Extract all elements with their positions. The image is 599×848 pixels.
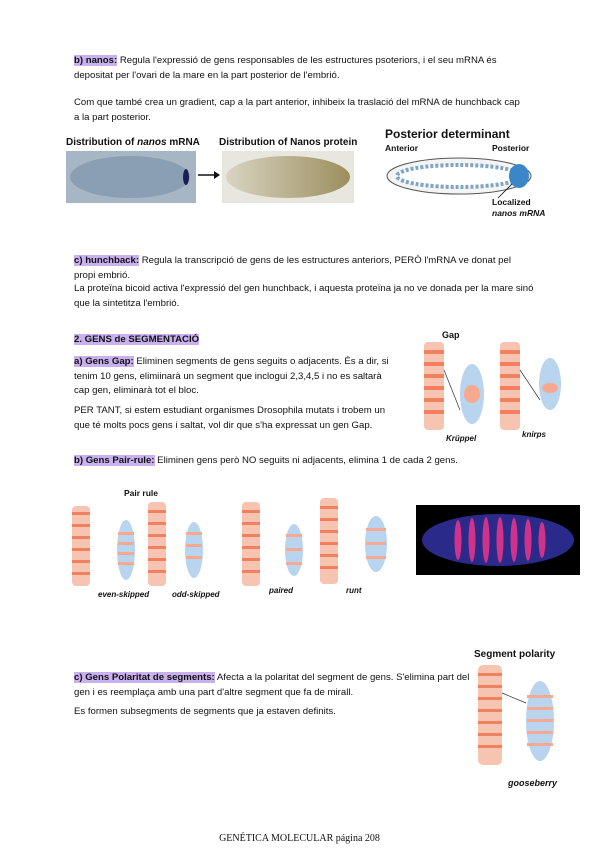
arrow-icon — [198, 171, 220, 179]
kruppel-label: Krüppel — [446, 434, 477, 443]
gooseberry-label: gooseberry — [508, 778, 558, 788]
hunchback-text: Regula la transcripció de gens de les es… — [74, 255, 511, 281]
nanos-mrna-caption: Distribution of nanos mRNA — [66, 137, 200, 148]
polarity-heading: c) Gens Polaritat de segments: — [74, 672, 215, 683]
hunchback-paragraph: c) hunchback: Regula la transcripció de … — [74, 254, 534, 283]
nanos-protein-caption: Distribution of Nanos protein — [219, 137, 358, 148]
localized-label-1: Localized — [492, 197, 531, 207]
nanos-protein-image — [222, 151, 354, 203]
pair-rule-heading: b) Gens Pair-rule: — [74, 455, 155, 466]
knirps-label: knirps — [522, 430, 547, 439]
polarity-figure — [478, 665, 554, 765]
polarity-text: Afecta a la polaritat del segment de gen… — [74, 672, 470, 698]
pair-rule-figure-title: Pair rule — [124, 488, 159, 498]
gap-paragraph-2: PER TANT, si estem estudiant organismes … — [74, 405, 386, 431]
fluorescent-embryo-image — [416, 505, 580, 575]
pair-rule-paragraph: b) Gens Pair-rule: Eliminen gens però NO… — [74, 454, 534, 469]
gap-heading: a) Gens Gap: — [74, 356, 134, 367]
anterior-label: Anterior — [385, 143, 419, 153]
hunchback-paragraph-2: La proteïna bicoid activa l'expressió de… — [74, 283, 534, 309]
even-skipped-label: even-skipped — [98, 590, 150, 599]
gap-paragraph: a) Gens Gap: Eliminen segments de gens s… — [74, 355, 396, 399]
pair-rule-figure — [72, 498, 387, 586]
polarity-paragraph-2: Es formen subsegments de segments que ja… — [74, 706, 336, 717]
runt-label: runt — [346, 586, 362, 595]
paired-label: paired — [269, 586, 294, 595]
hunchback-heading: c) hunchback: — [74, 255, 140, 266]
nanos-paragraph-2: Com que també crea un gradient, cap a la… — [74, 97, 520, 123]
oocyte-diagram — [386, 157, 532, 198]
nanos-paragraph: b) nanos: Regula l'expressió de gens res… — [74, 54, 524, 83]
posterior-label: Posterior — [492, 143, 530, 153]
page-footer: GENÉTICA MOLECULAR página 208 — [219, 833, 380, 844]
pair-rule-text: Eliminen gens però NO seguits ni adjacen… — [154, 455, 458, 466]
nanos-text: Regula l'expressió de gens responsables … — [74, 55, 497, 81]
polarity-figure-title: Segment polarity — [474, 649, 556, 660]
segmentation-heading: 2. GENS de SEGMENTACIÓ — [74, 333, 200, 348]
nanos-mrna-image — [66, 151, 196, 203]
gap-figure-title: Gap — [442, 330, 460, 340]
posterior-determinant-title: Posterior determinant — [385, 127, 510, 141]
nanos-heading: b) nanos: — [74, 55, 118, 66]
segmentation-heading-text: 2. GENS de SEGMENTACIÓ — [74, 334, 200, 345]
polarity-paragraph: c) Gens Polaritat de segments: Afecta a … — [74, 671, 474, 700]
gap-figure — [424, 342, 561, 430]
localized-label-2: nanos mRNA — [492, 208, 546, 218]
gap-text: Eliminen segments de gens seguits o adja… — [74, 356, 389, 396]
odd-skipped-label: odd-skipped — [172, 590, 220, 599]
localized-label: Localized nanos mRNA — [492, 197, 545, 219]
